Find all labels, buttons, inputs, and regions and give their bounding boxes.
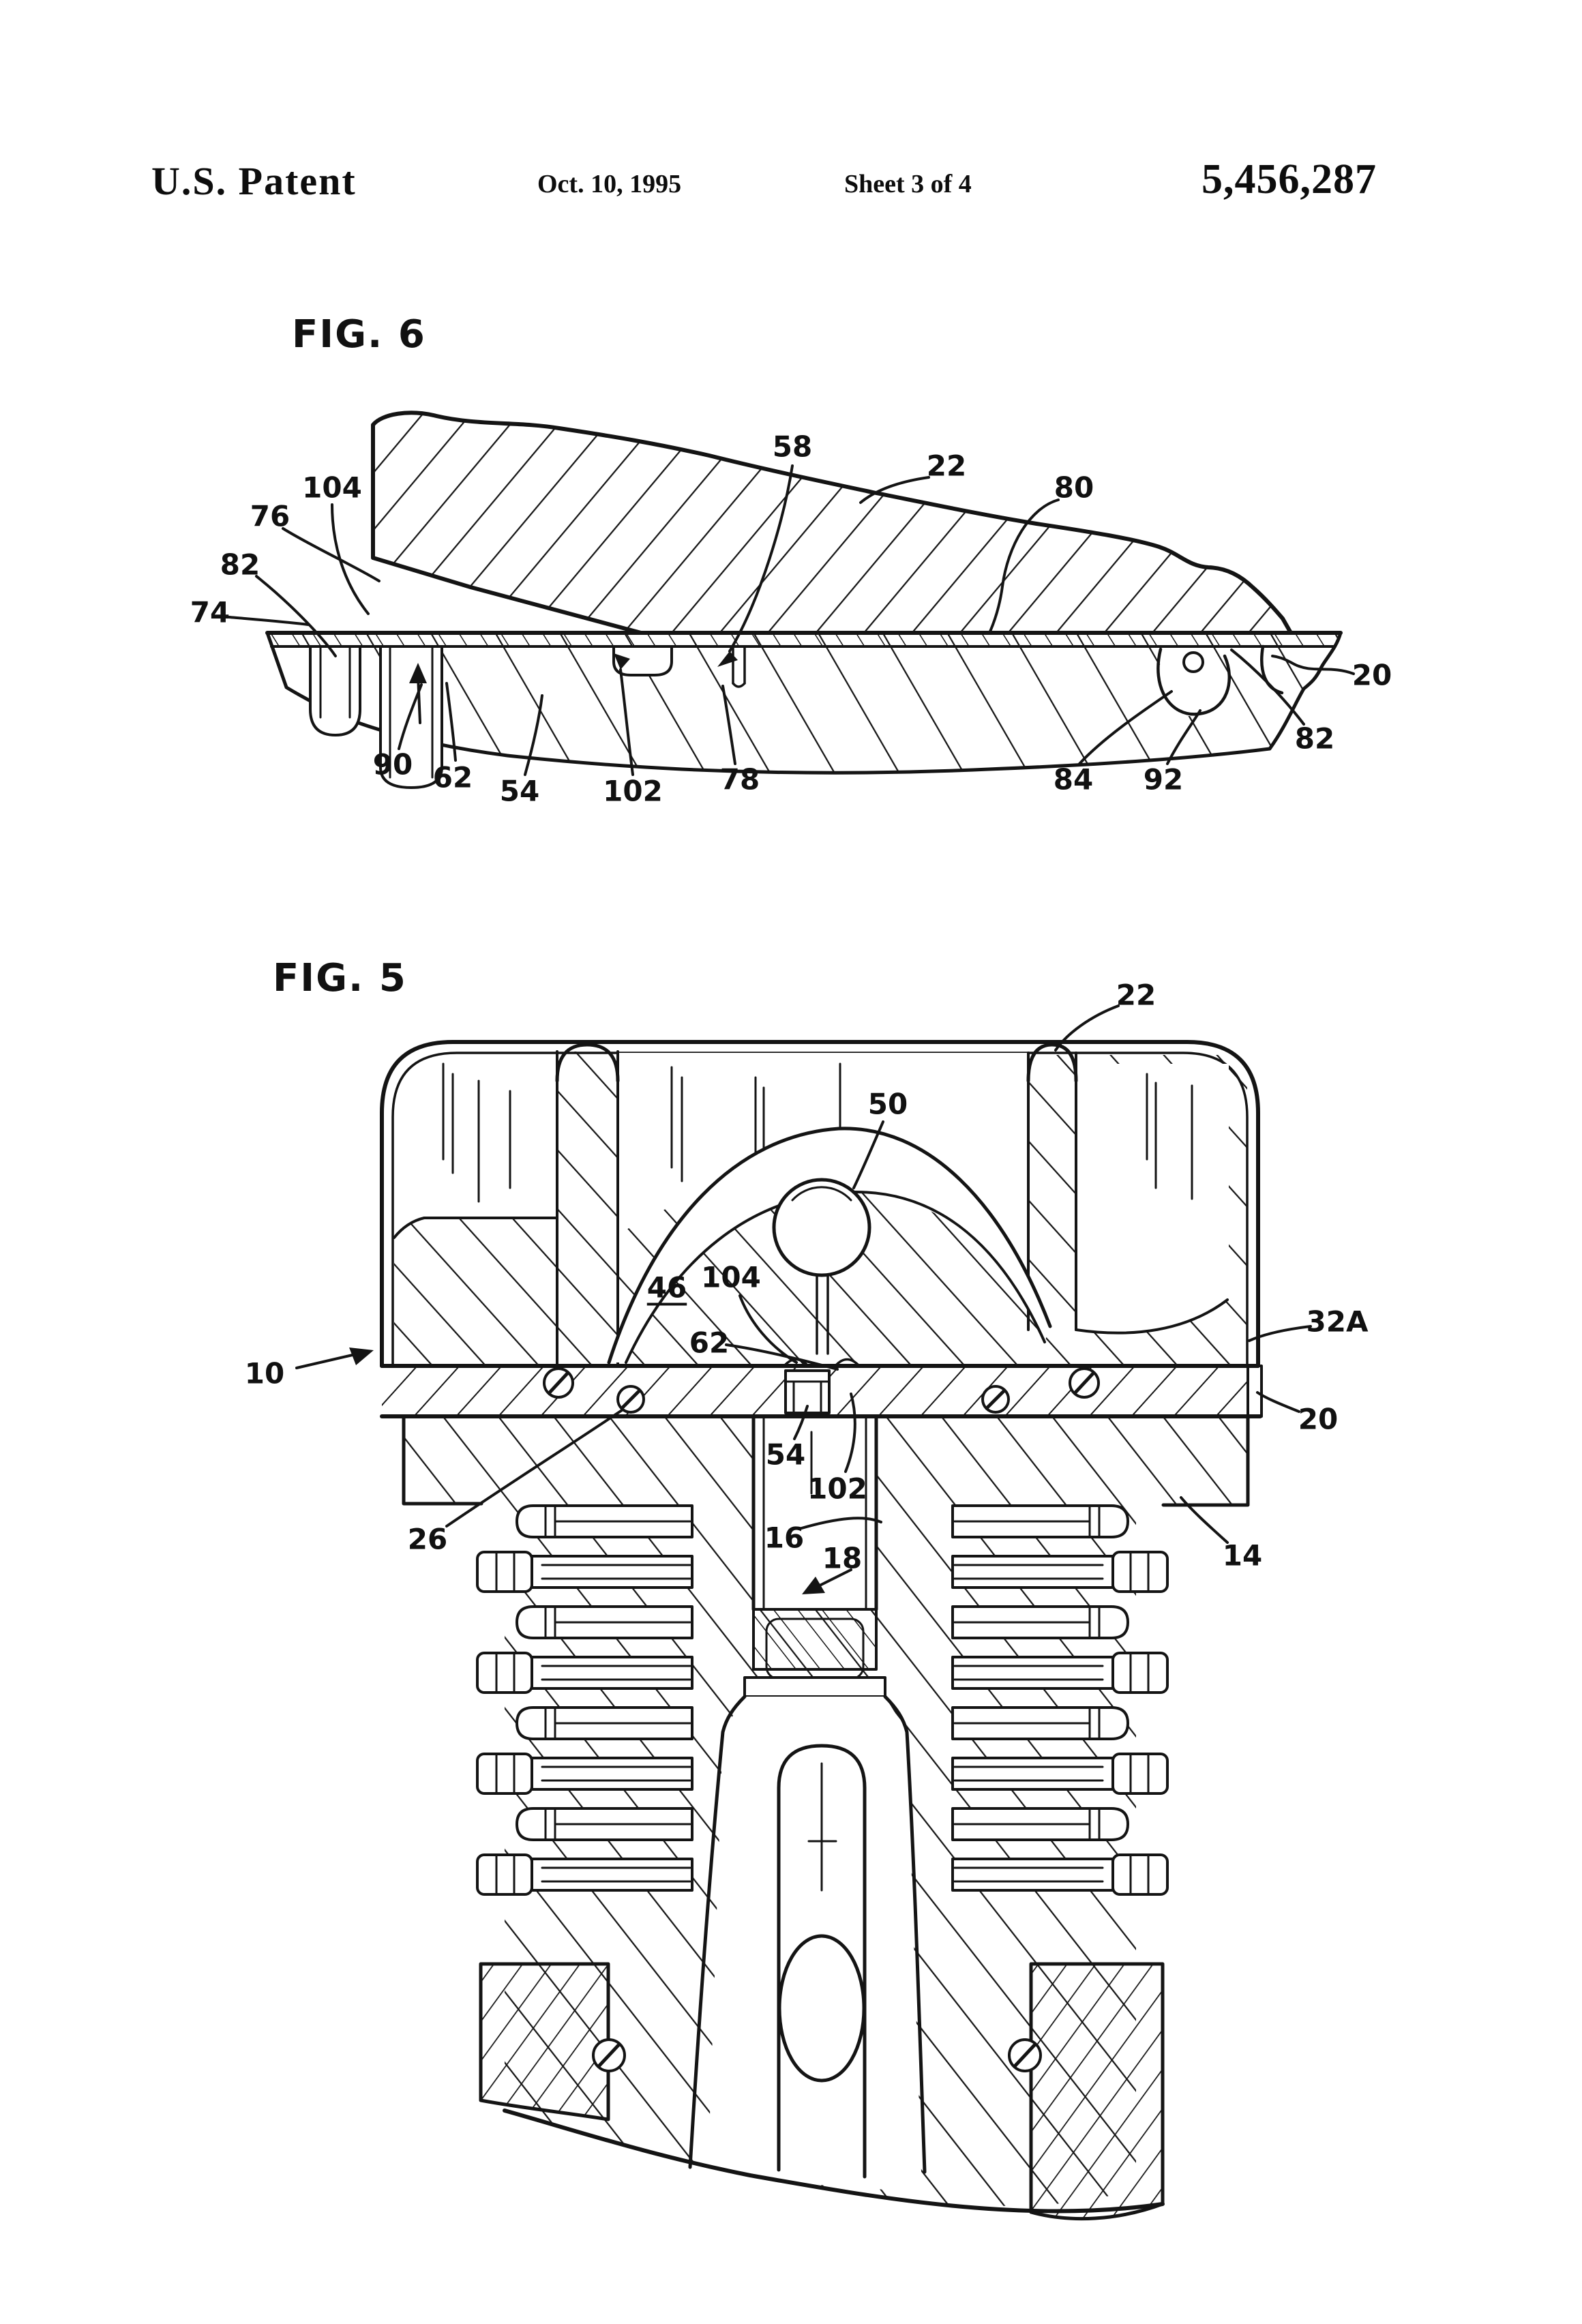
fig5-cap — [380, 1040, 1260, 1368]
ref-numeral-80: 80 — [1054, 471, 1094, 505]
ref-numeral-82: 82 — [220, 548, 260, 582]
ref-numeral-62: 62 — [432, 760, 473, 794]
ref-numeral-46: 46 — [646, 1270, 687, 1305]
ref-numeral-104: 104 — [302, 471, 362, 505]
ref-numeral-82: 82 — [1294, 721, 1335, 756]
ref-numeral-22: 22 — [926, 449, 967, 483]
fig5-drawing — [295, 1004, 1312, 2221]
fig5-caption: FIG. 5 — [273, 956, 407, 1000]
crankcase-flanges — [479, 1962, 1165, 2221]
header-sheet-number: Sheet 3 of 4 — [844, 170, 972, 198]
ref-numeral-50: 50 — [867, 1087, 908, 1121]
fig5-leaders — [295, 1004, 1312, 1594]
ref-numeral-22: 22 — [1116, 978, 1156, 1012]
ref-numeral-20: 20 — [1352, 658, 1392, 692]
ref-numeral-90: 90 — [372, 747, 413, 781]
ref-numeral-76: 76 — [250, 499, 290, 533]
fig5-gasket-band — [380, 1364, 1263, 1418]
ref-numeral-74: 74 — [190, 595, 230, 629]
ref-numeral-26: 26 — [407, 1522, 448, 1556]
ref-numeral-14: 14 — [1222, 1538, 1263, 1573]
fig5-body — [402, 1414, 1250, 2221]
ref-numeral-20: 20 — [1298, 1402, 1339, 1436]
header-patent-number: 5,456,287 — [1202, 156, 1377, 203]
cylinder-bore — [688, 1414, 927, 2192]
ref-numeral-54: 54 — [765, 1437, 806, 1472]
fig6-plate — [265, 631, 1343, 789]
ref-numeral-104: 104 — [701, 1260, 761, 1294]
ref-numeral-78: 78 — [719, 762, 760, 796]
ref-numeral-10: 10 — [244, 1356, 285, 1390]
ref-numeral-32A: 32A — [1306, 1305, 1369, 1339]
header-title: U.S. Patent — [151, 159, 357, 203]
ref-numeral-18: 18 — [822, 1541, 863, 1575]
fig6-leaders — [228, 464, 1355, 776]
ref-numeral-16: 16 — [764, 1521, 805, 1555]
fig6-caption: FIG. 6 — [292, 312, 426, 357]
ref-numeral-58: 58 — [772, 430, 813, 464]
ref-numeral-62: 62 — [689, 1326, 730, 1360]
ref-numeral-102: 102 — [807, 1472, 867, 1506]
ref-numeral-102: 102 — [603, 774, 663, 808]
header-date: Oct. 10, 1995 — [537, 170, 682, 198]
gasket-screws — [543, 1367, 1100, 1414]
ref-numeral-92: 92 — [1143, 762, 1184, 796]
ref-numeral-84: 84 — [1053, 762, 1094, 796]
fig6-drawing — [228, 411, 1355, 789]
ref-numeral-54: 54 — [499, 774, 540, 808]
fig6-wedge — [371, 411, 1293, 635]
